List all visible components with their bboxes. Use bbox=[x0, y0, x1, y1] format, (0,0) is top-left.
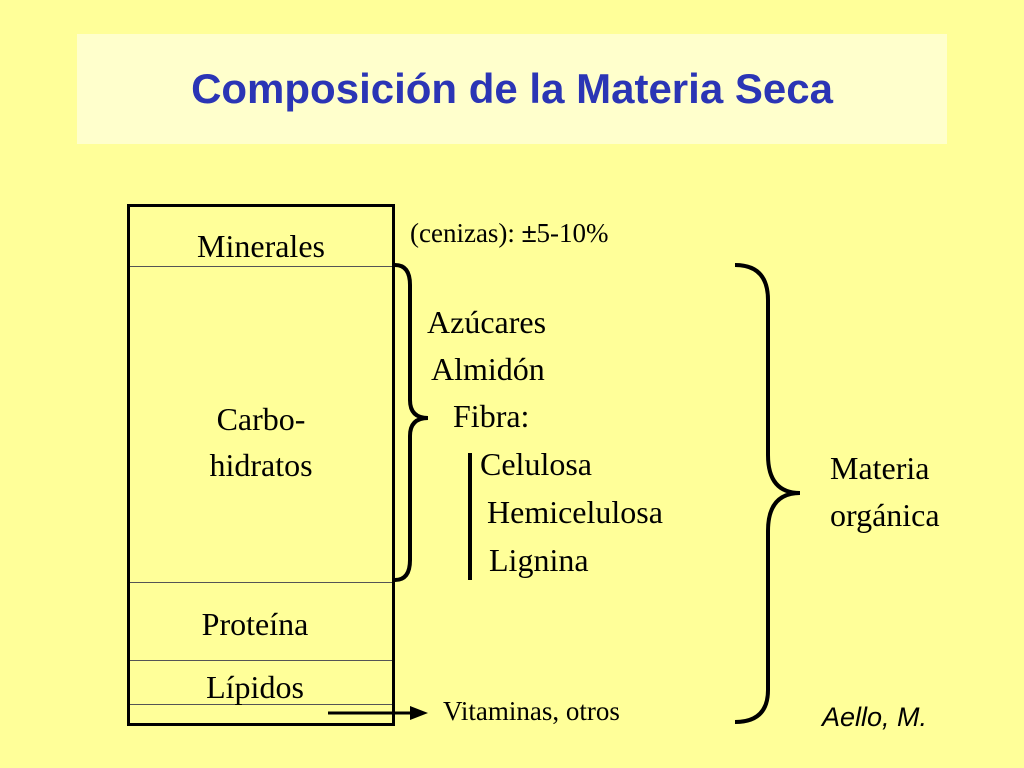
item-fibra: Fibra: bbox=[453, 398, 530, 434]
item-hemicelulosa: Hemicelulosa bbox=[487, 494, 663, 530]
item-azucares: Azúcares bbox=[427, 304, 547, 340]
plus-minus-sign: ± bbox=[521, 218, 537, 248]
item-celulosa: Celulosa bbox=[480, 446, 592, 482]
materia-organica-line1: Materia bbox=[830, 450, 930, 486]
cell-proteina: Proteína bbox=[130, 583, 392, 661]
cell-carbohidratos: Carbo- hidratos bbox=[130, 267, 392, 583]
page-title: Composición de la Materia Seca bbox=[191, 65, 833, 112]
label-minerales: Minerales bbox=[197, 228, 325, 264]
label-carbo-line2: hidratos bbox=[209, 447, 313, 483]
item-almidon: Almidón bbox=[431, 351, 545, 387]
cenizas-label: (cenizas): ±5-10% bbox=[410, 216, 609, 250]
composition-column: Minerales Carbo- hidratos Proteína Lípid… bbox=[127, 204, 395, 726]
vitaminas-arrow-head bbox=[410, 706, 428, 720]
carbohydrate-brace bbox=[394, 263, 429, 582]
item-lignina: Lignina bbox=[489, 542, 589, 578]
author-credit: Aello, M. bbox=[822, 702, 928, 732]
vitaminas-label: Vitaminas, otros bbox=[443, 696, 620, 726]
cenizas-prefix: (cenizas): bbox=[410, 218, 522, 248]
cenizas-value: 5-10% bbox=[536, 218, 609, 248]
materia-organica-line2: orgánica bbox=[830, 497, 940, 533]
label-proteina: Proteína bbox=[201, 606, 309, 642]
title-box: Composición de la Materia Seca bbox=[77, 34, 947, 144]
label-carbo-line1: Carbo- bbox=[216, 401, 306, 437]
cell-lipidos: Lípidos bbox=[130, 661, 392, 705]
materia-organica-brace bbox=[734, 263, 801, 724]
label-lipidos: Lípidos bbox=[206, 669, 304, 705]
cell-minerales: Minerales bbox=[130, 207, 392, 267]
